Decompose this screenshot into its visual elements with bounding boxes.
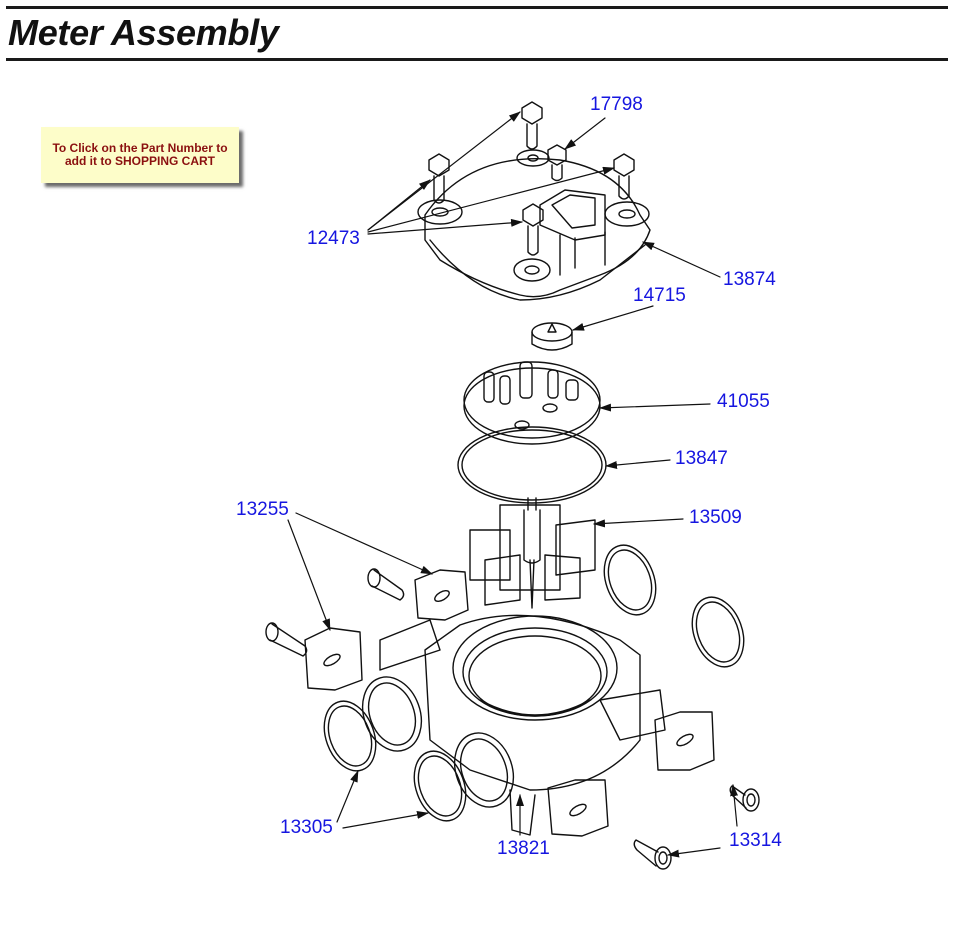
leader-lines (287, 111, 739, 858)
leader-12473-b (367, 179, 431, 231)
note-text: To Click on the Part Number to add it to… (52, 142, 227, 168)
part-link-13509[interactable]: 13509 (689, 507, 742, 528)
shopping-cart-note: To Click on the Part Number to add it to… (41, 127, 239, 183)
leader-13255-a (295, 512, 433, 575)
part-link-13847[interactable]: 13847 (675, 448, 728, 469)
part-link-41055[interactable]: 41055 (717, 391, 770, 412)
page-title: Meter Assembly (8, 12, 279, 53)
leader-13509 (593, 518, 684, 528)
leader-41055 (599, 403, 711, 412)
clips-drawing (304, 569, 715, 837)
leader-17798 (564, 117, 606, 150)
leader-13874 (642, 241, 721, 278)
o-rings-13305-drawing (323, 700, 467, 822)
leader-12473-d (367, 218, 523, 235)
clip-pins-drawing (265, 568, 760, 870)
part-link-13821[interactable]: 13821 (497, 838, 550, 859)
side-o-rings-drawing (603, 544, 745, 668)
part-link-13255[interactable]: 13255 (236, 499, 289, 520)
drive-gear-drawing (531, 322, 573, 351)
title-bottom-rule (6, 58, 948, 61)
meter-body-drawing (361, 614, 666, 836)
part-link-14715[interactable]: 14715 (633, 285, 686, 306)
part-link-17798[interactable]: 17798 (590, 94, 643, 115)
leader-14715 (572, 305, 654, 331)
part-link-13305[interactable]: 13305 (280, 817, 333, 838)
gear-plate-drawing (463, 361, 601, 445)
leader-13314-b (667, 847, 721, 858)
cover-screws-drawing (428, 101, 635, 256)
leader-13305-a (336, 770, 359, 823)
part-link-13314[interactable]: 13314 (729, 830, 782, 851)
leader-12473-c (367, 166, 615, 233)
part-link-12473[interactable]: 12473 (307, 228, 360, 249)
part-link-13874[interactable]: 13874 (723, 269, 776, 290)
note-line-2: add it to SHOPPING CART (65, 154, 215, 168)
title-top-rule (6, 6, 948, 9)
meter-cover-drawing (417, 149, 651, 301)
leader-13305-b (342, 810, 429, 829)
leader-13255-b (287, 519, 331, 631)
leader-13314-a (730, 784, 739, 827)
impeller-drawing (469, 497, 596, 609)
note-line-1: To Click on the Part Number to (52, 141, 228, 155)
leader-13847 (605, 459, 671, 469)
